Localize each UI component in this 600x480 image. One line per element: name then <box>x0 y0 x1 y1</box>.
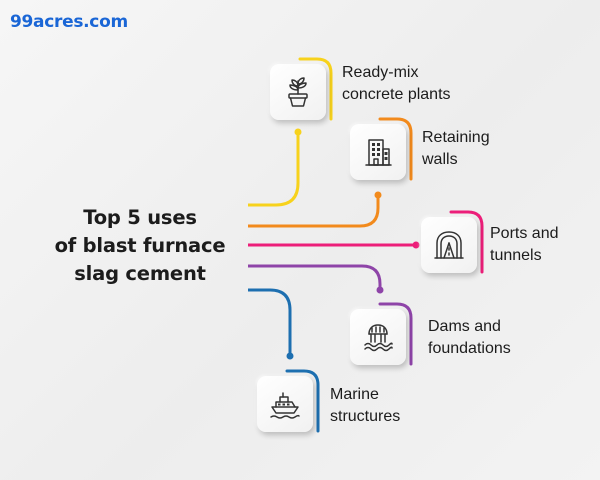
plant-pot-icon <box>288 77 308 107</box>
connector-retaining <box>248 195 380 228</box>
label-marine-structures: Marine structures <box>330 384 400 428</box>
label-ready-mix: Ready-mix concrete plants <box>342 62 451 106</box>
card-accent-ready-mix <box>298 57 333 121</box>
connector-dot-retaining <box>374 191 382 199</box>
label-retaining-walls-line-1: Retaining <box>422 129 490 146</box>
card-ports-tunnels <box>421 217 477 273</box>
card-accent-dams <box>378 302 413 366</box>
label-ports-tunnels-line-1: Ports and <box>490 225 559 242</box>
title-line-2: of blast furnace <box>54 234 226 257</box>
label-dams-foundations-line-2: foundations <box>428 340 511 357</box>
building-icon <box>365 139 392 166</box>
label-retaining-walls: Retaining walls <box>422 127 490 171</box>
label-ports-tunnels-line-2: tunnels <box>490 247 542 264</box>
brand-logo: 99acres.com <box>10 12 128 32</box>
card-accent-retaining <box>378 117 413 181</box>
connector-dot-dams <box>376 286 384 294</box>
connector-dot-ports <box>412 241 420 249</box>
card-accent-marine <box>285 369 320 433</box>
label-dams-foundations: Dams and foundations <box>428 316 511 360</box>
ship-icon <box>270 392 300 419</box>
card-accent-ports <box>449 210 484 274</box>
connector-marine <box>248 288 292 356</box>
label-ready-mix-line-2: concrete plants <box>342 86 451 103</box>
label-ready-mix-line-1: Ready-mix <box>342 64 419 81</box>
tunnel-icon <box>434 231 464 259</box>
diagram-title: Top 5 uses of blast furnace slag cement <box>40 204 240 288</box>
connector-ready-mix <box>248 132 300 207</box>
label-ports-tunnels: Ports and tunnels <box>490 223 558 267</box>
label-retaining-walls-line-2: walls <box>422 151 458 168</box>
label-marine-structures-line-2: structures <box>330 408 401 425</box>
label-marine-structures-line-1: Marine <box>330 386 379 403</box>
dam-icon <box>364 324 393 352</box>
title-line-3: slag cement <box>74 262 206 285</box>
label-dams-foundations-line-1: Dams and <box>428 318 501 335</box>
connector-dams <box>248 264 382 290</box>
card-retaining-walls <box>350 124 406 180</box>
connector-dot-marine <box>286 352 294 360</box>
card-dams-foundations <box>350 309 406 365</box>
title-line-1: Top 5 uses <box>83 206 197 229</box>
card-marine-structures <box>257 376 313 432</box>
connector-dot-ready-mix <box>294 128 302 136</box>
card-ready-mix <box>270 64 326 120</box>
